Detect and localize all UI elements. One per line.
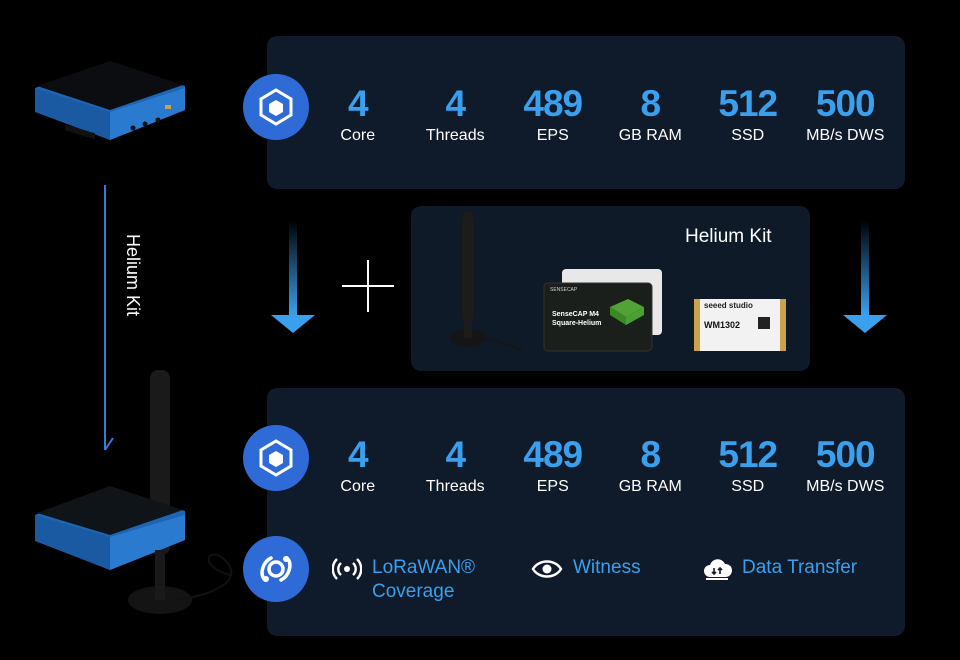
cloud-transfer-icon <box>702 557 733 586</box>
down-arrow-left-icon <box>271 220 315 333</box>
spec-value: 500 <box>815 83 876 124</box>
plus-icon <box>342 260 394 312</box>
feature-label: Witness <box>573 557 641 578</box>
spec-value: 512 <box>718 83 778 124</box>
spec-label: Core <box>340 127 376 144</box>
spec-value: 512 <box>718 434 778 475</box>
spec-label: EPS <box>536 478 569 495</box>
helium-logo-icon <box>243 536 309 602</box>
card-subtitle: Square-Helium <box>552 320 602 327</box>
hexagon-cube-icon <box>243 425 309 491</box>
spec-value: 489 <box>523 83 583 124</box>
bottom-spec-panel <box>267 388 905 636</box>
card-brand: SENSECAP <box>550 287 578 293</box>
feature-label: LoRaWAN® <box>372 557 476 578</box>
sensecap-license-card-image <box>543 269 662 352</box>
top-spec-panel <box>267 36 905 189</box>
spec-label: GB RAM <box>618 478 682 495</box>
feature-witness: Witness <box>531 556 641 586</box>
spec-value: 4 <box>445 83 466 124</box>
mini-pc-with-antenna-image <box>35 370 233 614</box>
spec-label: MB/s DWS <box>806 127 885 144</box>
module-brand: seeed studio <box>704 301 753 310</box>
flow-line-arrow <box>104 185 114 451</box>
feature-data-transfer: Data Transfer <box>702 556 857 586</box>
card-title: SenseCAP M4 <box>552 311 599 318</box>
spec-label: SSD <box>731 127 765 144</box>
spec-label: Core <box>340 478 376 495</box>
down-arrow-right-icon <box>843 220 887 333</box>
spec-value: 8 <box>640 83 661 124</box>
spec-value: 4 <box>347 83 369 124</box>
spec-value: 489 <box>523 434 583 475</box>
feature-lorawan: LoRaWAN® Coverage <box>331 556 476 604</box>
feature-label: Data Transfer <box>742 557 858 578</box>
spec-value: 8 <box>640 434 661 475</box>
hexagon-cube-icon <box>243 74 309 140</box>
spec-label: MB/s DWS <box>806 478 885 495</box>
antenna-image <box>450 212 523 351</box>
spec-label: SSD <box>731 478 765 495</box>
spec-label: Threads <box>425 127 485 144</box>
spec-value: 500 <box>815 434 876 475</box>
spec-label: GB RAM <box>618 127 682 144</box>
spec-ram: 8 GB RAM <box>602 84 700 146</box>
feature-label-line2: Coverage <box>372 581 455 602</box>
spec-label: Threads <box>425 478 485 495</box>
broadcast-icon <box>331 557 363 586</box>
wm1302-module-image <box>694 299 786 351</box>
eye-icon <box>531 557 563 586</box>
spec-ram: 8 GB RAM <box>602 435 700 497</box>
spec-value: 4 <box>445 434 466 475</box>
spec-label: EPS <box>536 127 569 144</box>
mini-pc-device-image <box>35 61 185 140</box>
spec-value: 4 <box>347 434 369 475</box>
kit-title: Helium Kit <box>685 226 772 247</box>
side-helium-kit-label: Helium Kit <box>123 234 143 317</box>
module-model: WM1302 <box>704 320 741 330</box>
